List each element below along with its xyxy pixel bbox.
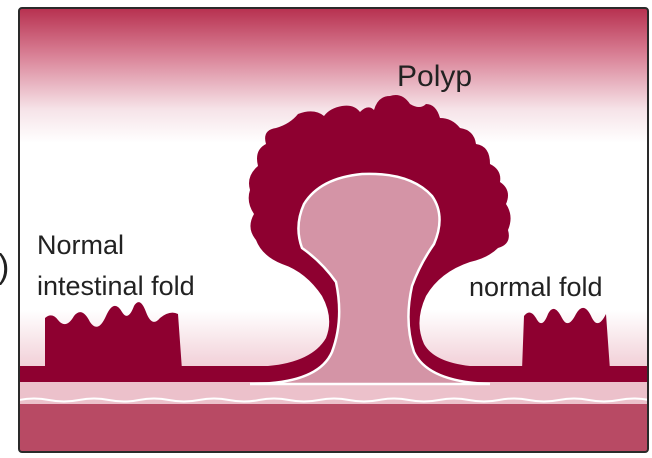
normal-fold-left-label-line2: intestinal fold [37,271,195,301]
normal-fold-left-label-line1: Normal [37,230,124,260]
normal-fold-right-label: normal fold [469,272,603,302]
polyp-label: Polyp [397,60,472,93]
muscle-layer [19,400,648,458]
left-edge-fragment: ) [0,248,9,286]
